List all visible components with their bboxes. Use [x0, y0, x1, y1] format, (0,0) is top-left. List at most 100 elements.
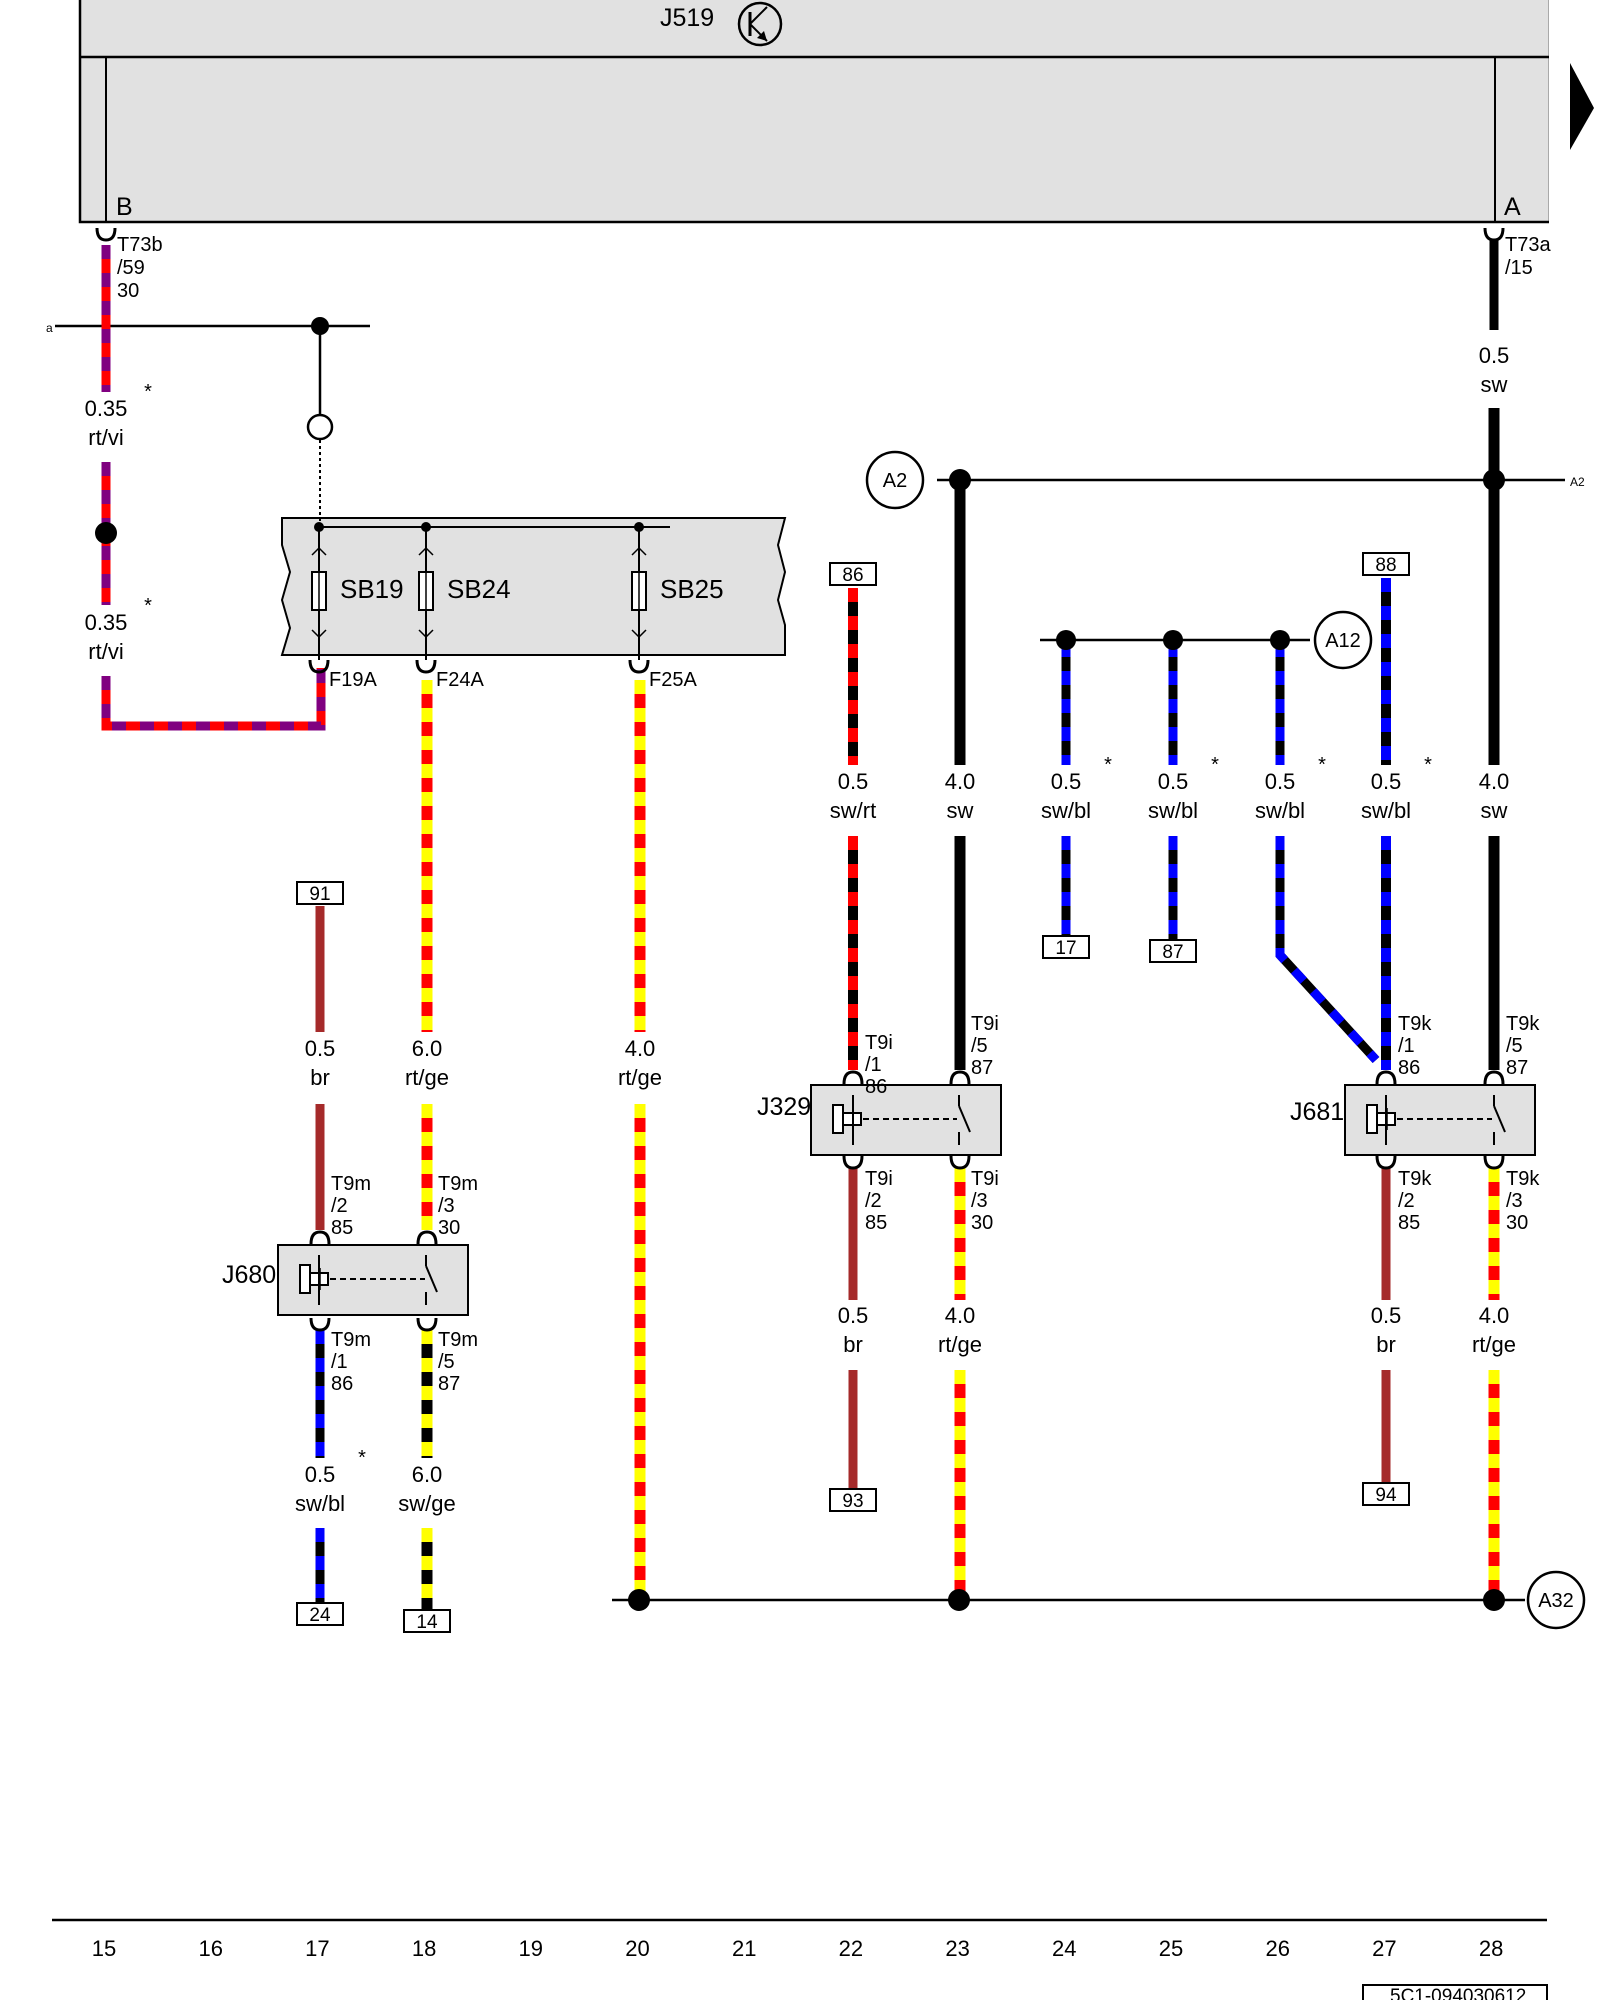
wire-c20-color: rt/ge [618, 1065, 662, 1090]
relay-pin-j681_85-line1: T9k [1398, 1168, 1432, 1190]
ref-r86-box[interactable]: 86 [829, 562, 877, 586]
relay-j681-label: J681 [1290, 1098, 1344, 1126]
j519-label: J519 [660, 4, 714, 32]
junction-dots [95, 317, 1505, 1611]
relay-pin-j329_30-line2: /3 [971, 1190, 988, 1212]
column-number-9: 23 [945, 1936, 969, 1961]
wire-c24-color: sw/bl [1041, 798, 1091, 823]
relay-pin-j681_87-line1: T9k [1506, 1013, 1540, 1035]
relay-pin-j680_86-line3: 86 [331, 1373, 353, 1395]
connector-f25a-icon [628, 659, 650, 674]
wire-c27_lower-size: 0.5 [1371, 1303, 1402, 1328]
relay-pin-j681_86-line2: /1 [1398, 1035, 1415, 1057]
connector-f19a-icon [308, 659, 330, 674]
connector-output-1-icon [309, 1317, 331, 1332]
connection-a2-right-label: A2 [1570, 475, 1585, 489]
wire-c15_bottom-mark: * [144, 595, 152, 617]
transistor-symbol-icon [737, 1, 783, 47]
relay-pin-j680_85-line3: 85 [331, 1217, 353, 1239]
next-page-arrow-icon[interactable] [1570, 63, 1594, 150]
connector-output-2-icon [416, 1317, 438, 1332]
document-id: 5C1-094030612 [1390, 1986, 1526, 2000]
pin-t73b-terminal: 30 [117, 280, 139, 302]
relay-pin-j681_86-line3: 86 [1398, 1057, 1420, 1079]
relay-pin-j329_85-line3: 85 [865, 1212, 887, 1234]
ref-r88-box[interactable]: 88 [1362, 552, 1410, 576]
relay-j329: J329 [757, 1084, 1002, 1156]
fuse-box: SB19 SB24 SB25 [280, 517, 787, 660]
column-number-12: 26 [1265, 1936, 1289, 1961]
relay-j329-label: J329 [757, 1093, 811, 1121]
wire-c15_top-size: 0.35 [85, 396, 128, 421]
wire-c28_top-color: sw [1481, 372, 1508, 397]
relay-pin-j680_87-line3: 87 [438, 1373, 460, 1395]
relay-pin-j680_86-line2: /1 [331, 1351, 348, 1373]
column-number-1: 15 [92, 1936, 116, 1961]
ref-r87-box[interactable]: 87 [1149, 939, 1197, 963]
wire-c27_upper-color: sw/bl [1361, 798, 1411, 823]
ref-r93-box[interactable]: 93 [829, 1488, 877, 1512]
connection-a2-left-label: A2 [883, 470, 907, 492]
ref-r91-box[interactable]: 91 [296, 881, 344, 905]
relay-pin-j329_30-line1: T9i [971, 1168, 999, 1190]
wire-c23_upper-color: sw [947, 798, 974, 823]
connection-a2-left[interactable]: A2 [865, 450, 925, 510]
wire-c23_lower-size: 4.0 [945, 1303, 976, 1328]
ref-r14-box[interactable]: 14 [403, 1609, 451, 1633]
stub-a-label: a [46, 321, 53, 335]
j519-pin-labels: T73b /59 30 T73a /15 [117, 234, 1551, 302]
relay-pin-j329_86-line3: 86 [865, 1076, 887, 1098]
wire-c15_bottom-size: 0.35 [85, 610, 128, 635]
wire-c26-size: 0.5 [1265, 769, 1296, 794]
wire-c22_lower-color: br [843, 1332, 863, 1357]
ref-r24-box[interactable]: 24 [296, 1602, 344, 1626]
wire-c28_upper-color: sw [1481, 798, 1508, 823]
ref-r91-label: 91 [309, 884, 330, 905]
continuation-references: 86 88 91 17 87 93 94 24 14 [296, 552, 1410, 1633]
connector-t73b-icon [95, 227, 117, 242]
connection-a32[interactable]: A32 [1526, 1570, 1586, 1630]
relay-pin-labels: T9m/285T9m/330T9m/186T9m/587T9i/186T9i/5… [331, 1013, 1540, 1395]
relay-pin-j329_30-line3: 30 [971, 1212, 993, 1234]
wire-c27_upper-mark: * [1424, 754, 1432, 776]
relay-pin-j329_86-line1: T9i [865, 1032, 893, 1054]
relay-j681: J681 [1290, 1084, 1536, 1156]
wire-c17_upper-color: br [310, 1065, 330, 1090]
ref-r86-label: 86 [842, 565, 863, 586]
column-number-7: 21 [732, 1936, 756, 1961]
relay-pin-j329_85-line2: /2 [865, 1190, 882, 1212]
ref-r94-box[interactable]: 94 [1362, 1482, 1410, 1506]
relay-pin-j680_87-line1: T9m [438, 1329, 478, 1351]
ref-r87-label: 87 [1162, 942, 1183, 963]
connector-t73a-icon [1483, 227, 1505, 242]
wire-c25-color: sw/bl [1148, 798, 1198, 823]
relay-pin-j329_87-line3: 87 [971, 1057, 993, 1079]
connector-f24a-icon [415, 659, 437, 674]
wire-c17_lower-mark: * [358, 1447, 366, 1469]
ref-r17-box[interactable]: 17 [1042, 935, 1090, 959]
column-number-13: 27 [1372, 1936, 1396, 1961]
wire-c18_upper-size: 6.0 [412, 1036, 443, 1061]
open-terminal-icon [306, 413, 334, 441]
relay-pin-j329_85-line1: T9i [865, 1168, 893, 1190]
connection-a12[interactable]: A12 [1313, 610, 1373, 670]
wire-c26-color: sw/bl [1255, 798, 1305, 823]
relay-pin-j329_87-line2: /5 [971, 1035, 988, 1057]
wire-c15-bridge [101, 668, 326, 731]
relay-pin-j681_30-line1: T9k [1506, 1168, 1540, 1190]
relay-pin-j680_87-line2: /5 [438, 1351, 455, 1373]
ref-r93-label: 93 [842, 1491, 863, 1512]
connector-output-5-icon [1375, 1155, 1397, 1170]
relay-pin-j681_86-line1: T9k [1398, 1013, 1432, 1035]
wire-c22_lower-size: 0.5 [838, 1303, 869, 1328]
wire-labels: 0.35rt/vi*0.35rt/vi*0.5br0.5sw/bl*6.0rt/… [85, 343, 1516, 1516]
relay-j680: J680 [222, 1244, 469, 1316]
connector-output-6-icon [1483, 1155, 1505, 1170]
wire-c28_upper-size: 4.0 [1479, 769, 1510, 794]
connector-cups [95, 227, 1505, 1332]
wire-c18_lower-color: sw/ge [398, 1491, 455, 1516]
column-number-2: 16 [198, 1936, 222, 1961]
relay-pin-j680_86-line1: T9m [331, 1329, 371, 1351]
wire-c28_lower-size: 4.0 [1479, 1303, 1510, 1328]
relay-pin-j680_30-line2: /3 [438, 1195, 455, 1217]
